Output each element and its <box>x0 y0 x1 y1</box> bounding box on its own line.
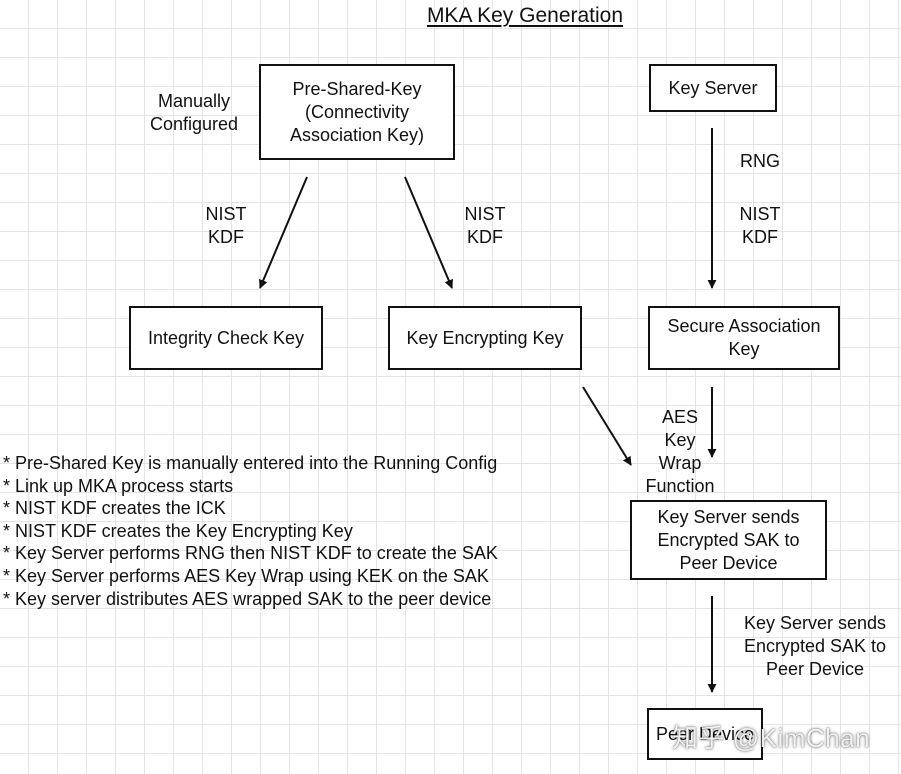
note-item: * Key server distributes AES wrapped SAK… <box>3 588 492 609</box>
arrow-psk-to-ick <box>259 176 308 289</box>
secure-association-key-box: Secure Association Key <box>648 306 840 370</box>
nist-kdf-right-label: NIST KDF <box>739 204 781 247</box>
note-item: * NIST KDF creates the ICK <box>3 498 226 519</box>
note-item: * Key Server performs AES Key Wrap using… <box>3 565 489 586</box>
notes-list: * Pre-Shared Key is manually entered int… <box>3 452 498 610</box>
key-encrypting-key-box: Key Encrypting Key <box>388 306 582 370</box>
note-item: * NIST KDF creates the Key Encrypting Ke… <box>3 520 353 541</box>
arrow-psk-to-kek <box>404 176 453 289</box>
watermark: 知乎 @KimChan <box>672 723 871 753</box>
key-server-sends-box: Key Server sends Encrypted SAK to Peer D… <box>630 500 827 580</box>
pre-shared-key-box: Pre-Shared-Key (Connectivity Association… <box>259 64 455 160</box>
nist-kdf-left-label: NIST KDF <box>205 204 247 247</box>
rng-label: RNG <box>740 151 780 171</box>
note-item: * Link up MKA process starts <box>3 475 234 496</box>
key-server-sends-label: Key Server sends Encrypted SAK to Peer D… <box>743 613 887 679</box>
arrow-kek-to-wrap <box>582 386 632 466</box>
peer-device-box: Peer Device <box>647 708 763 760</box>
note-item: * Pre-Shared Key is manually entered int… <box>3 453 498 473</box>
aes-key-wrap-label: AES Key Wrap Function <box>645 407 715 496</box>
note-item: * Key Server performs RNG then NIST KDF … <box>3 543 498 564</box>
key-server-box: Key Server <box>649 64 777 112</box>
nist-kdf-mid-label: NIST KDF <box>464 204 506 247</box>
diagram-title: MKA Key Generation <box>426 4 624 27</box>
manually-configured-label: Manually Configured <box>149 91 239 134</box>
integrity-check-key-box: Integrity Check Key <box>129 306 323 370</box>
